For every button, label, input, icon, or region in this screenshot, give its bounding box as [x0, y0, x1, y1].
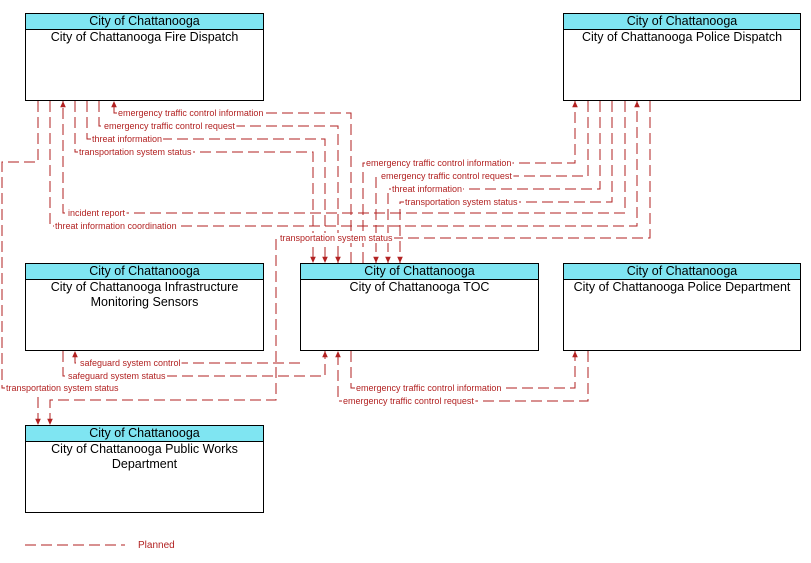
flow-police-toc-etc-info[interactable]: emergency traffic control information — [362, 101, 578, 263]
node-header: City of Chattanooga — [564, 14, 800, 30]
node-name: City of Chattanooga Public Works Departm… — [51, 442, 238, 471]
label-backing — [380, 171, 514, 181]
label-backing — [391, 184, 464, 194]
flow-label: threat information — [92, 134, 162, 144]
legend: Planned — [25, 540, 175, 551]
legend-label: Planned — [138, 540, 175, 551]
flow-safeguard-status[interactable]: safeguard system status — [62, 351, 328, 381]
flow-toc-policedept-etc-request[interactable]: emergency traffic control request — [335, 351, 589, 406]
label-backing — [78, 147, 194, 157]
node-infrastructure-sensors[interactable]: City of Chattanooga City of Chattanooga … — [25, 263, 264, 351]
node-toc[interactable]: City of Chattanooga City of Chattanooga … — [300, 263, 539, 351]
flow-label: threat information coordination — [55, 221, 177, 231]
flow-label: threat information — [392, 184, 462, 194]
node-fire-dispatch[interactable]: City of Chattanooga City of Chattanooga … — [25, 13, 264, 101]
flow-label: transportation system status — [79, 147, 192, 157]
node-name: City of Chattanooga Police Dispatch — [581, 30, 783, 44]
flow-fire-publicworks-status[interactable]: transportation system status — [1, 101, 121, 425]
flow-label: transportation system status — [405, 197, 518, 207]
flow-label: transportation system status — [280, 233, 393, 243]
flow-police-toc-threat[interactable]: threat information — [385, 101, 601, 263]
flow-label: safeguard system control — [80, 358, 181, 368]
label-backing — [91, 134, 164, 144]
label-backing — [365, 158, 513, 168]
label-backing — [79, 358, 182, 368]
label-backing — [355, 383, 503, 393]
node-header: City of Chattanooga — [26, 14, 263, 30]
node-name: City of Chattanooga Police Department — [573, 280, 791, 294]
label-backing — [404, 197, 520, 207]
flow-label: emergency traffic control request — [343, 396, 474, 406]
flow-threat-coordination[interactable]: threat information coordination — [49, 101, 640, 231]
flow-fire-toc-etc-info[interactable]: emergency traffic control information — [111, 101, 352, 263]
node-header: City of Chattanooga — [564, 264, 800, 280]
flow-incident-report[interactable]: incident report — [60, 101, 626, 218]
flow-police-toc-status[interactable]: transportation system status — [397, 101, 613, 263]
flow-police-toc-etc-request[interactable]: emergency traffic control request — [373, 101, 589, 263]
label-backing — [342, 396, 476, 406]
label-backing — [67, 208, 127, 218]
flow-label: emergency traffic control information — [366, 158, 511, 168]
label-backing — [54, 221, 178, 231]
node-police-dispatch[interactable]: City of Chattanooga City of Chattanooga … — [563, 13, 801, 101]
label-backing — [117, 108, 265, 118]
label-backing — [5, 383, 121, 393]
node-header: City of Chattanooga — [26, 264, 263, 280]
flow-label: transportation system status — [6, 383, 119, 393]
flow-label: emergency traffic control request — [104, 121, 235, 131]
flow-label: incident report — [68, 208, 126, 218]
flow-label: emergency traffic control information — [118, 108, 263, 118]
node-name: City of Chattanooga Infrastructure Monit… — [50, 280, 239, 309]
flow-label: emergency traffic control request — [381, 171, 512, 181]
flow-police-publicworks-status[interactable]: transportation system status — [47, 101, 651, 425]
flow-fire-toc-threat[interactable]: threat information — [86, 101, 328, 263]
flow-label: safeguard system status — [68, 371, 166, 381]
node-name: City of Chattanooga TOC — [349, 280, 490, 294]
node-header: City of Chattanooga — [26, 426, 263, 442]
node-police-department[interactable]: City of Chattanooga City of Chattanooga … — [563, 263, 801, 351]
node-header: City of Chattanooga — [301, 264, 538, 280]
node-public-works[interactable]: City of Chattanooga City of Chattanooga … — [25, 425, 264, 513]
label-backing — [103, 121, 237, 131]
flow-fire-toc-etc-request[interactable]: emergency traffic control request — [98, 101, 341, 263]
label-backing — [67, 371, 168, 381]
flow-fire-toc-status[interactable]: transportation system status — [74, 101, 316, 263]
node-name: City of Chattanooga Fire Dispatch — [50, 30, 239, 44]
flow-toc-policedept-etc-info[interactable]: emergency traffic control information — [350, 351, 578, 393]
label-backing — [279, 233, 395, 243]
flow-safeguard-control[interactable]: safeguard system control — [72, 351, 300, 368]
flow-label: emergency traffic control information — [356, 383, 501, 393]
